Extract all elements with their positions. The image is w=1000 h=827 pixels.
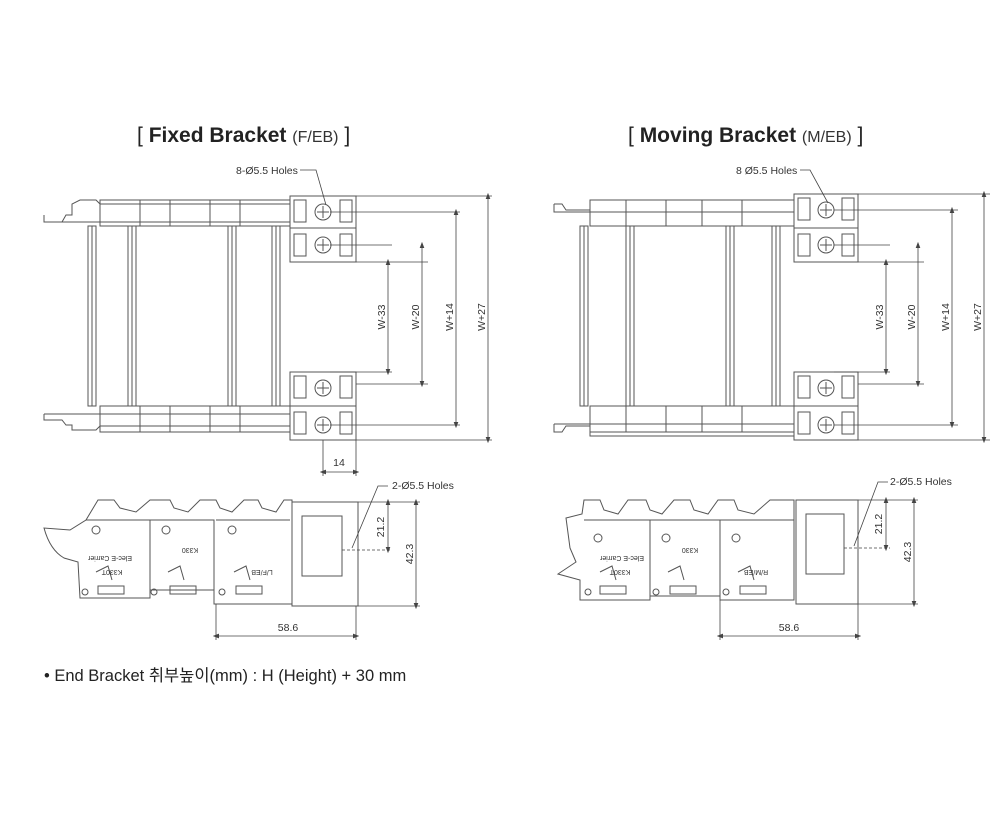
fixed-side-dimensions — [212, 485, 420, 640]
fixed-dim-42-3: 42.3 — [404, 544, 416, 565]
moving-dim-w20: W-20 — [906, 304, 918, 329]
moving-link-label-1: Elec-E Carrier — [599, 554, 644, 561]
moving-dim-58-6: 58.6 — [779, 622, 800, 634]
fixed-dim-21-2: 21.2 — [375, 517, 387, 538]
moving-bracket-title: [ Moving Bracket (M/EB) ] — [628, 124, 863, 148]
moving-link-label-4: R/M/EB — [744, 568, 768, 575]
end-bracket-note: • End Bracket 취부높이(mm) : H (Height) + 30… — [44, 667, 407, 685]
moving-side-dimensions — [716, 481, 918, 640]
moving-side-view — [556, 499, 859, 605]
bracket-open: [ — [137, 124, 143, 147]
fixed-top-view — [43, 195, 357, 441]
moving-dim-42-3: 42.3 — [902, 542, 914, 563]
fixed-link-label-4: L/F/EB — [251, 568, 273, 575]
fixed-bracket-title: [ Fixed Bracket (F/EB) ] — [137, 124, 350, 148]
moving-title-code: (M/EB) — [801, 129, 852, 146]
fixed-side-view — [43, 499, 359, 607]
fixed-link-label-3: K330T — [101, 568, 122, 575]
moving-top-view — [553, 193, 859, 441]
moving-dim-21-2: 21.2 — [873, 514, 885, 535]
fixed-holes-top-label: 8-Ø5.5 Holes — [236, 165, 298, 177]
moving-holes-side-label: 2-Ø5.5 Holes — [890, 476, 952, 488]
moving-holes-top-label: 8 Ø5.5 Holes — [736, 165, 797, 177]
fixed-title-code: (F/EB) — [292, 129, 339, 146]
moving-dimensions — [800, 169, 990, 444]
moving-dim-w14: W+14 — [940, 303, 952, 331]
fixed-dim-w14: W+14 — [444, 303, 456, 331]
fixed-link-label-2: K330 — [182, 546, 198, 553]
moving-link-label-3: K330T — [609, 568, 630, 575]
fixed-dim-w33: W-33 — [376, 304, 388, 329]
moving-dim-w33: W-33 — [874, 304, 886, 329]
moving-link-labels: Elec-E Carrier K330 K330T R/M/EB — [599, 546, 768, 575]
fixed-dim-w20: W-20 — [410, 304, 422, 329]
fixed-dim-58-6: 58.6 — [278, 622, 299, 634]
fixed-holes-side-label: 2-Ø5.5 Holes — [392, 480, 454, 492]
fixed-link-label-1: Elec-E Carrier — [87, 554, 132, 561]
bracket-close: ] — [344, 124, 351, 147]
moving-dim-w27: W+27 — [972, 303, 984, 331]
fixed-dim-14: 14 — [333, 457, 345, 469]
fixed-dimensions — [300, 169, 492, 476]
bracket-close: ] — [857, 124, 864, 147]
bracket-open: [ — [628, 124, 634, 147]
fixed-title-main: Fixed Bracket — [148, 124, 287, 147]
moving-link-label-2: K330 — [682, 546, 698, 553]
moving-title-main: Moving Bracket — [639, 124, 797, 147]
fixed-dim-w27: W+27 — [476, 303, 488, 331]
fixed-link-labels: Elec-E Carrier K330 K330T L/F/EB — [87, 546, 272, 575]
